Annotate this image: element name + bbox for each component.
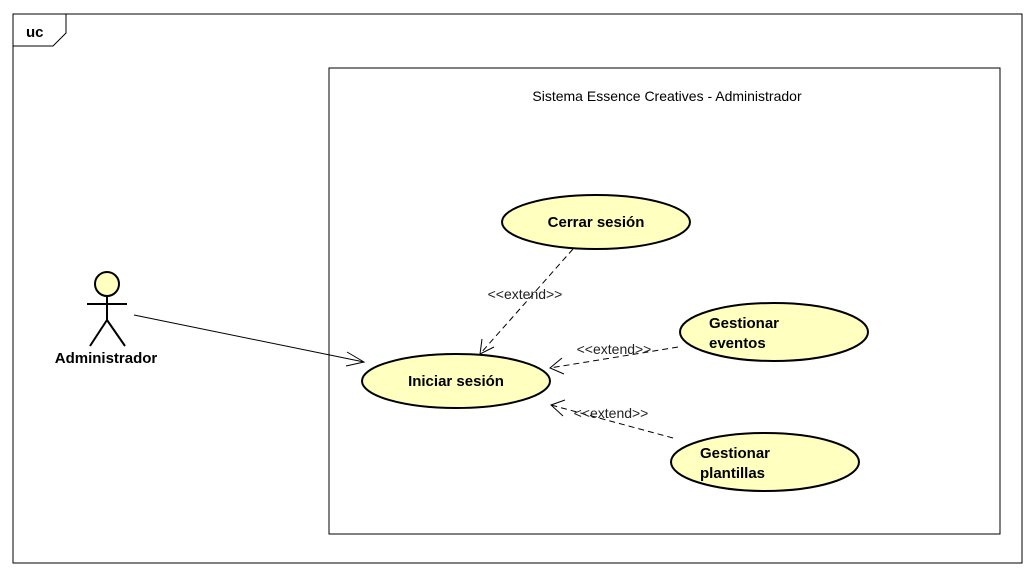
use-case-eventos-line1: Gestionar bbox=[709, 315, 779, 332]
extend-cerrar-relation: <<extend>> bbox=[479, 248, 574, 355]
extend-eventos-relation: <<extend>> bbox=[549, 341, 679, 375]
actor-name: Administrador bbox=[55, 350, 158, 367]
system-title: Sistema Essence Creatives - Administrado… bbox=[532, 88, 802, 104]
actor-right-leg bbox=[106, 319, 126, 347]
extend-plantillas-label: <<extend>> bbox=[574, 405, 649, 421]
use-case-eventos-line2: eventos bbox=[709, 335, 766, 352]
frame-tag-box bbox=[13, 14, 67, 47]
use-case-cerrar-label: Cerrar sesión bbox=[548, 214, 645, 231]
use-case-iniciar-label: Iniciar sesión bbox=[408, 373, 504, 390]
use-case-iniciar-sesion[interactable]: Iniciar sesión bbox=[361, 353, 551, 409]
use-case-cerrar-sesion[interactable]: Cerrar sesión bbox=[501, 194, 691, 250]
association-line bbox=[133, 314, 366, 367]
use-case-gestionar-plantillas[interactable]: Gestionar plantillas bbox=[670, 432, 860, 492]
extend-cerrar-label: <<extend>> bbox=[488, 286, 563, 302]
diagram-frame bbox=[12, 13, 1023, 564]
system-boundary bbox=[328, 67, 1001, 535]
actor-left-leg bbox=[89, 319, 108, 347]
actor-administrador[interactable]: Administrador bbox=[55, 271, 158, 367]
frame-tag: uc bbox=[26, 24, 44, 41]
use-case-plantillas-line1: Gestionar bbox=[700, 445, 770, 462]
extend-eventos-label: <<extend>> bbox=[577, 341, 652, 357]
use-case-plantillas-line2: plantillas bbox=[700, 465, 765, 482]
use-case-gestionar-eventos[interactable]: Gestionar eventos bbox=[679, 302, 869, 362]
actor-head bbox=[94, 271, 120, 297]
extend-plantillas-relation: <<extend>> bbox=[550, 399, 674, 439]
